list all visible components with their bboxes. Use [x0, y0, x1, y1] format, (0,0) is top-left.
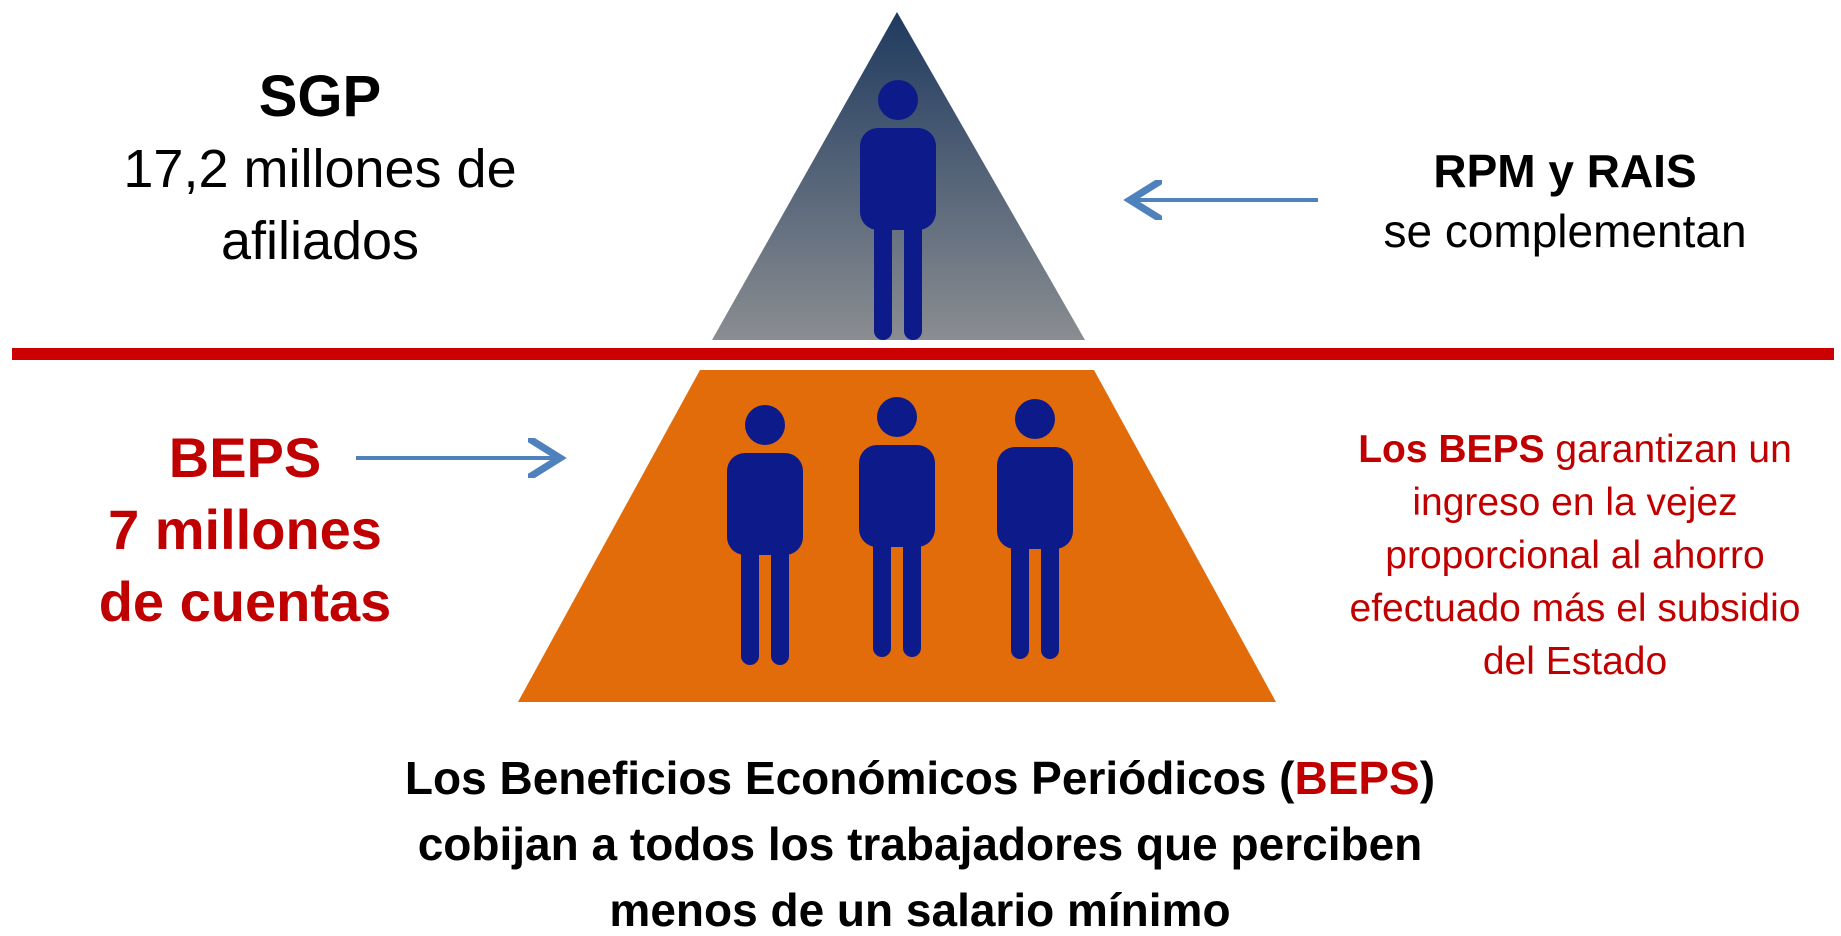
rpm-rais-block: RPM y RAIS se complementan — [1340, 148, 1790, 254]
beps-line1: BEPS — [168, 426, 322, 489]
sgp-block: SGP 17,2 millones de afiliados — [60, 64, 580, 271]
footer-caption: Los Beneficios Económicos Periódicos (BE… — [200, 755, 1640, 933]
beps-guarantee-line1: garantizan un — [1544, 428, 1792, 471]
sgp-line1: 17,2 millones de — [123, 139, 517, 199]
beps-guarantee-line3: proporcional al ahorro — [1385, 534, 1765, 577]
beps-guarantee-line2: ingreso en la vejez — [1412, 481, 1738, 524]
footer-line3: menos de un salario mínimo — [609, 884, 1231, 936]
rpm-rais-title: RPM y RAIS — [1433, 145, 1697, 197]
footer-line1-post: ) — [1419, 752, 1436, 804]
footer-line2: cobijan a todos los trabajadores que per… — [417, 818, 1423, 870]
beps-line2: 7 millones — [108, 498, 382, 561]
sgp-line2: afiliados — [220, 211, 420, 271]
divider-line — [12, 348, 1834, 360]
beps-guarantee-line5: del Estado — [1482, 640, 1668, 683]
footer-line1-pre: Los Beneficios Económicos Periódicos ( — [404, 752, 1295, 804]
sgp-title: SGP — [258, 64, 382, 129]
beps-line3: de cuentas — [98, 570, 392, 633]
beps-guarantee-bold: Los BEPS — [1358, 428, 1545, 471]
beps-guarantee-line4: efectuado más el subsidio — [1349, 587, 1801, 630]
beps-guarantee-block: Los BEPS garantizan un ingreso en la vej… — [1310, 430, 1840, 681]
rpm-rais-line1: se complementan — [1383, 205, 1747, 257]
beps-block: BEPS 7 millones de cuentas — [60, 430, 430, 630]
footer-line1-red: BEPS — [1294, 752, 1420, 804]
